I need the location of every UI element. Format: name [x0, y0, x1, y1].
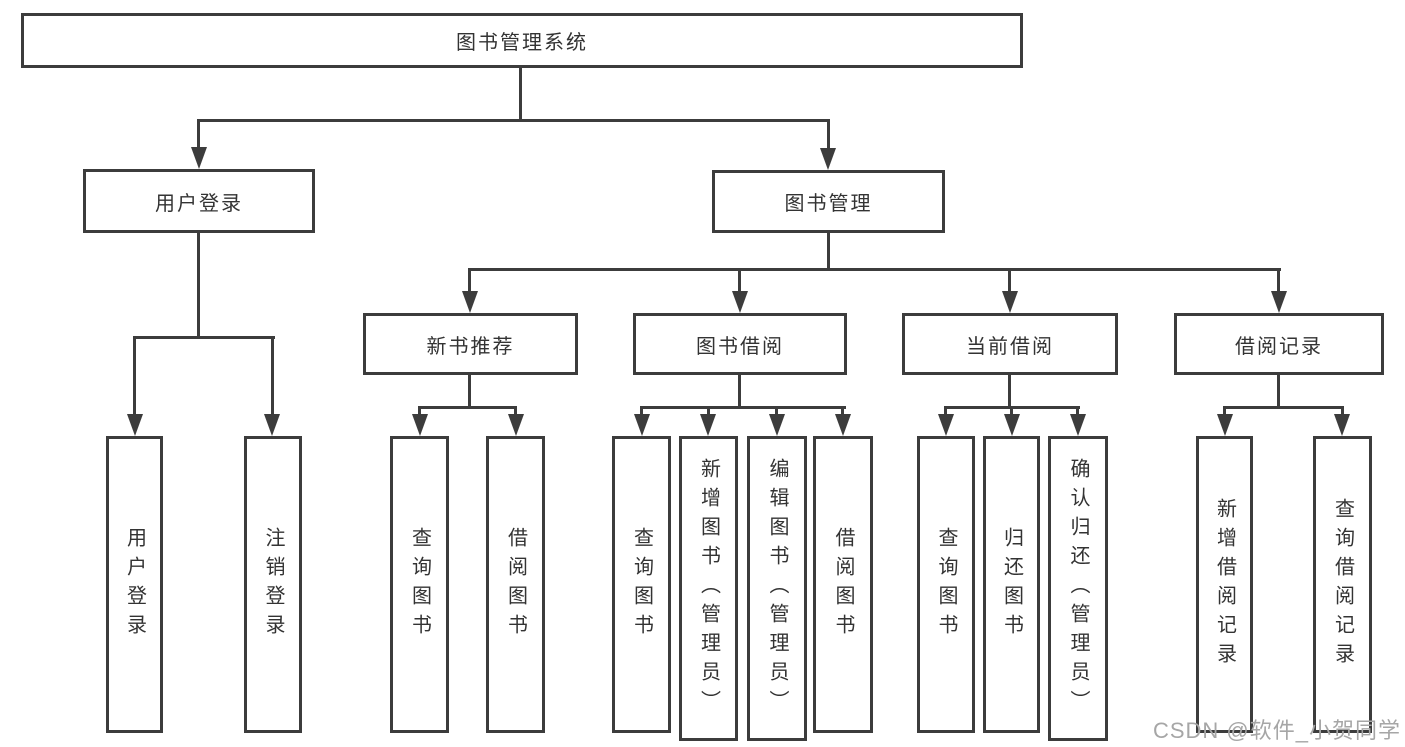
leaf-query-book-borrow: 查询图书 [612, 436, 671, 733]
connector-leaf-shaft [1076, 406, 1079, 416]
arrowhead [1334, 414, 1350, 436]
arrowhead [1070, 414, 1086, 436]
connector-book-borrow-bus [640, 406, 846, 409]
connector-new-book-stub [468, 375, 471, 409]
leaf-label: 用户登录 [123, 526, 146, 643]
leaf-add-book-admin: 新增图书（管理员） [679, 436, 738, 741]
node-book-management: 图书管理 [712, 170, 945, 233]
connector-leaf-shaft [1223, 406, 1226, 416]
leaf-query-book-recommend: 查询图书 [390, 436, 449, 733]
arrowhead [1271, 291, 1287, 313]
arrowhead [700, 414, 716, 436]
connector-user-login-bus [133, 336, 275, 339]
leaf-user-login: 用户登录 [106, 436, 163, 733]
arrowhead [820, 148, 836, 170]
arrowhead [508, 414, 524, 436]
leaf-return-book: 归还图书 [983, 436, 1040, 733]
connector-leaf-shaft [775, 406, 778, 416]
connector-borrow-record-stub [1277, 375, 1280, 409]
connector-to-new-book [468, 268, 471, 292]
arrowhead [412, 414, 428, 436]
leaf-add-borrow-record: 新增借阅记录 [1196, 436, 1253, 733]
arrowhead [1004, 414, 1020, 436]
connector-to-book-borrow [738, 268, 741, 292]
connector-leaf-shaft [640, 406, 643, 416]
arrowhead [191, 147, 207, 169]
connector-user-login-trunk [197, 233, 200, 339]
leaf-label: 归还图书 [1000, 526, 1023, 643]
connector-root-trunk [519, 68, 522, 121]
leaf-label: 借阅图书 [504, 526, 527, 643]
leaf-borrow-book-recommend: 借阅图书 [486, 436, 545, 733]
connector-leaf-shaft [514, 406, 517, 416]
arrowhead [634, 414, 650, 436]
arrowhead [462, 291, 478, 313]
connector-book-borrow-stub [738, 375, 741, 409]
connector-book-management-trunk [827, 233, 830, 271]
leaf-query-book-current: 查询图书 [917, 436, 975, 733]
connector-to-leaf-logout [271, 336, 274, 415]
arrowhead [769, 414, 785, 436]
connector-leaf-shaft [418, 406, 421, 416]
node-borrow-record: 借阅记录 [1174, 313, 1384, 375]
connector-to-book-management [827, 119, 830, 149]
node-user-login: 用户登录 [83, 169, 315, 233]
arrowhead [1002, 291, 1018, 313]
connector-to-borrow-record [1277, 268, 1280, 292]
arrowhead [127, 414, 143, 436]
leaf-query-borrow-record: 查询借阅记录 [1313, 436, 1372, 733]
leaf-confirm-return-admin: 确认归还（管理员） [1048, 436, 1108, 741]
leaf-label: 新增借阅记录 [1213, 497, 1236, 672]
csdn-watermark: CSDN @软件_小贺同学 [1152, 718, 1401, 743]
leaf-borrow-book: 借阅图书 [813, 436, 873, 733]
connector-level3-bus [468, 268, 1281, 271]
arrowhead [732, 291, 748, 313]
leaf-label: 查询图书 [630, 526, 653, 643]
arrowhead [835, 414, 851, 436]
connector-leaf-shaft [944, 406, 947, 416]
leaf-label: 查询图书 [408, 526, 431, 643]
connector-to-current-borrow [1008, 268, 1011, 292]
leaf-label: 新增图书（管理员） [697, 458, 720, 719]
leaf-label: 借阅图书 [832, 526, 854, 643]
connector-leaf-shaft [841, 406, 844, 416]
leaf-logout-login: 注销登录 [244, 436, 302, 733]
arrowhead [264, 414, 280, 436]
node-current-borrow: 当前借阅 [902, 313, 1118, 375]
leaf-label: 编辑图书（管理员） [766, 458, 788, 719]
connector-to-leaf-login [133, 336, 136, 415]
connector-new-book-bus [418, 406, 517, 409]
node-root-library-system: 图书管理系统 [21, 13, 1023, 68]
node-new-book-recommend: 新书推荐 [363, 313, 578, 375]
leaf-label: 确认归还（管理员） [1067, 458, 1089, 719]
connector-leaf-shaft [1010, 406, 1013, 416]
connector-current-borrow-stub [1008, 375, 1011, 409]
connector-borrow-record-bus [1223, 406, 1344, 409]
leaf-label: 注销登录 [262, 526, 284, 643]
connector-to-user-login [197, 119, 200, 148]
connector-leaf-shaft [707, 406, 710, 416]
connector-leaf-shaft [1341, 406, 1344, 416]
arrowhead [1217, 414, 1233, 436]
arrowhead [938, 414, 954, 436]
leaf-label: 查询图书 [935, 526, 957, 643]
leaf-edit-book-admin: 编辑图书（管理员） [747, 436, 807, 741]
connector-level2-bus [197, 119, 830, 122]
leaf-label: 查询借阅记录 [1331, 497, 1354, 672]
node-book-borrow: 图书借阅 [633, 313, 847, 375]
